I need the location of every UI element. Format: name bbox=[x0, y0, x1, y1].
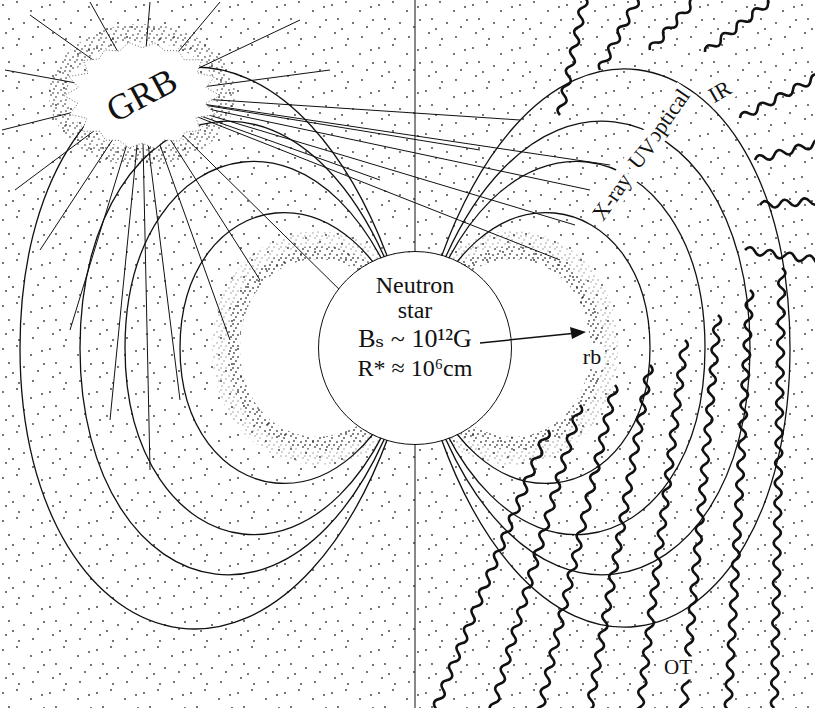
band-label: X-ray bbox=[586, 167, 639, 228]
field-lines bbox=[20, 67, 790, 629]
optical-transient-waves bbox=[745, 247, 815, 275]
optical-transient-waves bbox=[723, 290, 753, 708]
optical-transient-waves bbox=[771, 268, 786, 708]
radius-arrow bbox=[570, 327, 586, 339]
gamma-rays bbox=[142, 95, 560, 260]
optical-transient-waves bbox=[455, 404, 583, 708]
radius-label: rb bbox=[580, 345, 604, 369]
optical-transient-waves bbox=[738, 44, 815, 121]
optical-transient-waves bbox=[380, 429, 551, 708]
optical-transient-waves bbox=[703, 0, 815, 55]
grb-burst: GRB bbox=[62, 38, 222, 153]
radius-arrow bbox=[480, 334, 572, 344]
star-radius: R* ≈ 10⁶cm bbox=[358, 354, 473, 383]
radius-arrow bbox=[480, 327, 586, 343]
burst-text-holder: GRB bbox=[62, 38, 222, 153]
gamma-rays bbox=[2, 2, 610, 470]
optical-transient-waves bbox=[513, 384, 619, 708]
optical-transient-waves bbox=[676, 315, 721, 708]
neutron-star: Neutron starBₛ ~ 10¹²GR* ≈ 10⁶cm bbox=[318, 251, 512, 445]
optical-transient-waves bbox=[557, 0, 595, 116]
burst-label: GRB bbox=[100, 60, 185, 131]
star-surface bbox=[319, 252, 511, 444]
burst-shape bbox=[64, 43, 220, 149]
optical-transient-waves bbox=[628, 340, 689, 708]
field-strength: Bₛ ~ 10¹²G bbox=[358, 323, 472, 354]
optical-transient-waves bbox=[754, 118, 815, 164]
transient-label: OT bbox=[661, 656, 695, 679]
optical-transient-waves bbox=[760, 191, 815, 208]
star-name: Neutron star bbox=[359, 273, 471, 323]
gamma-rays bbox=[142, 95, 610, 165]
optical-transient-waves bbox=[597, 0, 674, 72]
band-label: IR bbox=[702, 75, 738, 110]
optical-transient-waves bbox=[570, 364, 653, 708]
